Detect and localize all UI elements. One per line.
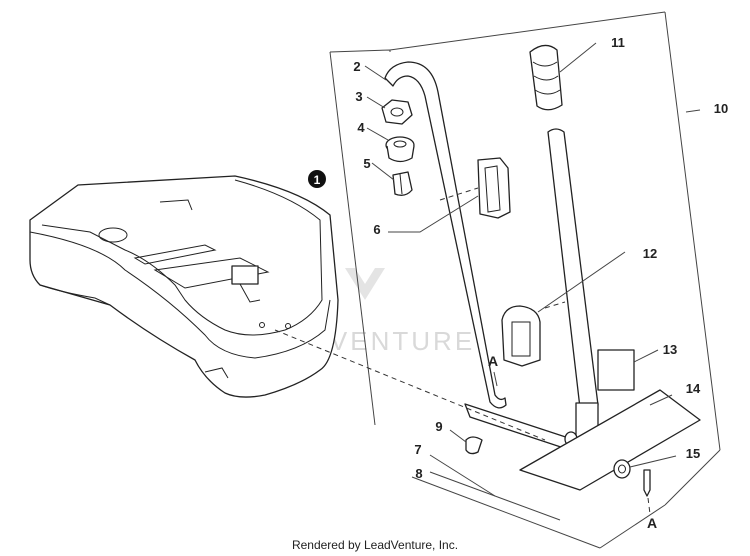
washer [613,459,631,479]
leader-14 [649,394,673,406]
grip-ridges [532,61,561,95]
tray-clip-mount [231,265,259,285]
watermark-logo-icon [345,268,385,300]
grip [529,44,563,111]
clip-6 [477,157,511,219]
hook-tube [384,61,507,409]
callout-3: 3 [355,89,362,104]
callout-9: 9 [435,419,442,434]
caption: Rendered by LeadVenture, Inc. [291,538,459,552]
callout-13: 13 [663,342,677,357]
bracket-lower-right [664,449,721,506]
upright-tube-part [547,128,599,444]
clip-12 [501,305,541,367]
tray-notch [204,367,229,379]
leader-a-lower [647,497,651,515]
bracket-left-edge [329,51,376,426]
decal-13 [597,349,635,391]
callout-4: 4 [357,120,365,135]
callout-11: 11 [611,35,625,50]
callout-8: 8 [415,466,422,481]
callout-15: 15 [686,446,700,461]
leader-3 [366,96,386,109]
label-plates [519,349,701,491]
decal-14 [519,389,701,491]
spacer [465,436,483,455]
callout-12: 12 [643,246,657,261]
clip-6-dash [439,187,479,201]
leader-11 [559,42,597,73]
leader-9 [449,429,467,443]
dash-tray-to-frame [274,329,546,441]
tray-screw-hole-2 [285,323,291,329]
tray-inner-rim [29,231,331,359]
tray-rib [133,244,217,265]
tray-screw-hole-1 [259,322,265,328]
clip-12-part [501,305,541,367]
tray-lower-lip [39,284,111,306]
insert-slot [399,173,403,195]
callout-6: 6 [373,222,380,237]
callout-10: 10 [714,101,728,116]
bracket-right-edge [664,11,721,451]
tray-part [29,175,339,398]
bracket-bottom-corner [599,504,666,549]
hook-tube-part [384,61,507,409]
grommet-part [385,136,415,163]
callout-1: 1 [314,173,321,187]
callout-1-badge [308,170,326,188]
spacer-part [465,436,483,455]
tray-outer-shell [29,175,339,398]
leader-12 [537,251,626,313]
tray-tab [159,199,193,211]
leader-4 [366,127,389,141]
upright-tube [547,128,599,411]
clip-6-part [439,157,511,219]
leader-10 [685,109,701,113]
grommet-body [386,145,415,163]
grommet-hole [393,140,407,148]
leader-2 [364,65,387,81]
bracket-top-left [329,49,391,53]
leader-5 [371,162,395,181]
leader-8 [429,471,561,521]
leader-15 [629,455,677,468]
nut [381,99,413,125]
nut-part [381,99,413,125]
insert [392,171,413,196]
reference-mark-upper: A [488,353,498,369]
callout-14: 14 [686,381,701,396]
washer-part [613,459,631,479]
tray-hole [98,227,128,243]
clip-6-groove [484,165,501,213]
bracket-top-edge [389,11,666,51]
tray-channel [153,257,270,289]
assembly-outline [329,11,721,549]
reference-mark-lower: A [647,515,657,531]
screw [643,469,651,497]
tray-clip-leg [239,283,261,303]
leader-lines [274,42,701,521]
callout-2: 2 [353,59,360,74]
leader-13 [633,349,659,363]
callout-7: 7 [414,442,421,457]
callouts: 2 3 4 5 1 6 7 8 9 10 11 12 13 14 15 A A [308,35,728,531]
dash-clip-12 [544,301,566,309]
clip-12-groove [511,321,531,357]
leader-a-upper [493,371,498,387]
leader-6 [388,195,479,233]
bracket-bottom-edge [411,476,601,549]
washer-hole [618,464,626,474]
leader-7 [429,454,496,497]
screw-part [643,469,651,497]
grip-part [529,44,563,111]
callout-5: 5 [363,156,370,171]
insert-part [392,171,413,196]
nut-hole [390,107,404,117]
